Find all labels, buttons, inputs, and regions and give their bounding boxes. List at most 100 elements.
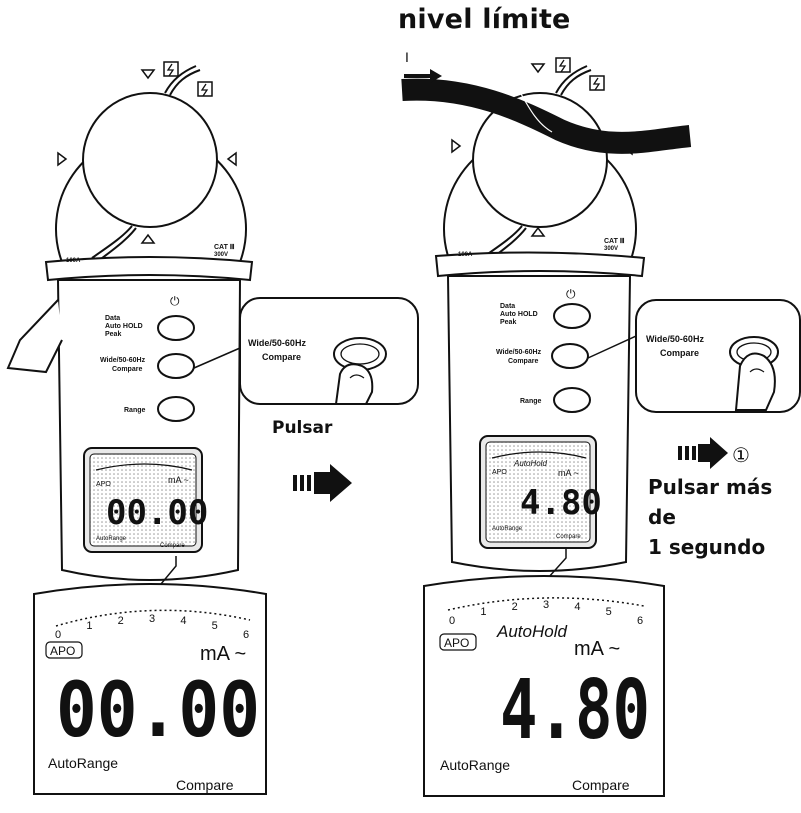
svg-text:Wide/50-60Hz: Wide/50-60Hz (496, 349, 542, 356)
scale-tick-label: 5 (212, 620, 218, 632)
scale-tick-label: 1 (86, 620, 92, 632)
left-hazard-icon-1 (163, 61, 179, 77)
scale-tick-label: 6 (243, 629, 249, 641)
left-wide-label-2: Compare (112, 366, 142, 373)
svg-text:Compare: Compare (660, 348, 699, 358)
svg-text:AutoHold: AutoHold (513, 459, 547, 468)
left-scale-ticks: 0 1 2 3 4 5 6 (55, 613, 249, 641)
right-autorange: AutoRange (440, 757, 510, 773)
left-wide-label-1: Wide/50-60Hz (100, 357, 146, 364)
current-direction-arrow: I (404, 49, 442, 83)
left-jaw-arrow-top (140, 69, 156, 80)
svg-text:⏻: ⏻ (566, 287, 576, 301)
svg-text:Auto HOLD: Auto HOLD (500, 311, 538, 318)
right-hand-guard (434, 251, 646, 278)
left-callout-label-2: Compare (262, 352, 301, 362)
current-cable (401, 78, 692, 154)
scale-tick-label: 4 (180, 615, 186, 627)
scale-tick-label: 1 (480, 606, 486, 618)
svg-text:Range: Range (520, 398, 542, 405)
left-range-button[interactable] (157, 396, 195, 422)
right-autohold: AutoHold (496, 622, 567, 641)
svg-text:Data: Data (500, 303, 515, 310)
right-clamp-meter (434, 57, 646, 572)
step-arrow-center (293, 464, 352, 502)
left-jaw-rating: 100A~ (66, 258, 84, 264)
svg-text:CAT Ⅲ: CAT Ⅲ (604, 237, 625, 245)
left-jaw-arrow-bottom (140, 233, 156, 244)
left-power-symbol: ⏻ (170, 294, 180, 308)
svg-text:300V: 300V (604, 246, 618, 252)
left-jaw-hole (82, 92, 218, 228)
svg-text:Compare: Compare (508, 358, 538, 365)
left-jaw-arrow-right (226, 151, 237, 167)
left-callout-label-1: Wide/50-60Hz (248, 338, 306, 348)
left-cat-voltage: 300V (214, 252, 228, 258)
svg-text:APO: APO (492, 469, 507, 476)
left-small-reading: 00.00 (106, 493, 208, 533)
press-long-label-line1: Pulsar más de (648, 475, 773, 529)
right-unit: mA ~ (574, 638, 620, 660)
left-hand-guard (44, 256, 254, 282)
left-data-label-1: Data (105, 315, 120, 322)
left-small-compare: Compare (160, 543, 185, 549)
left-clamp-meter (6, 61, 254, 581)
left-apo-box (45, 641, 83, 659)
right-zoom-connector (547, 548, 567, 579)
left-compare: Compare (176, 777, 234, 793)
left-hold-button[interactable] (157, 315, 195, 341)
right-reading: 4.80 (500, 663, 650, 758)
scale-tick-label: 0 (55, 629, 61, 641)
right-compare: Compare (572, 777, 630, 793)
scale-tick-label: 5 (606, 606, 612, 618)
left-jaw-split-bottom (91, 225, 133, 259)
left-autorange: AutoRange (48, 755, 118, 771)
left-range-label: Range (124, 407, 146, 414)
right-button-callout: Wide/50-60Hz Compare (587, 299, 801, 413)
press-long-label-line2: 1 segundo (648, 535, 766, 559)
left-compare-button[interactable] (157, 353, 195, 379)
right-apo-box (439, 633, 477, 651)
left-small-lcd-content: APO mA ~ 00.00 AutoRange Compare (95, 463, 208, 549)
right-hold-button[interactable] (553, 303, 591, 329)
right-range-button[interactable] (553, 387, 591, 413)
scale-tick-label: 2 (118, 615, 124, 627)
left-zoom-connector (155, 556, 177, 591)
left-small-apo: APO (96, 481, 111, 488)
left-cat-rating: CAT Ⅲ (214, 243, 235, 251)
left-jaw-arrow-left (57, 151, 68, 167)
left-reading: 00.00 (56, 665, 260, 754)
svg-text:AutoRange: AutoRange (492, 526, 523, 532)
svg-text:Wide/50-60Hz: Wide/50-60Hz (646, 334, 704, 344)
right-compare-button[interactable] (551, 343, 589, 369)
scale-tick-label: 3 (543, 599, 549, 611)
right-small-lcd-content: APO AutoHold mA ~ 4.80 AutoRange Compare (491, 451, 602, 540)
left-unit: mA ~ (200, 643, 246, 665)
right-apo: APO (444, 636, 469, 650)
right-meter-button-labels: ⏻ Data Auto HOLD Peak Wide/50-60Hz Compa… (458, 237, 625, 405)
left-trigger (6, 299, 63, 374)
left-apo: APO (50, 644, 75, 658)
left-button-callout: Wide/50-60Hz Compare (193, 297, 419, 405)
svg-text:Compare: Compare (556, 534, 581, 540)
left-callout-finger (334, 363, 374, 405)
left-small-unit: mA ~ (168, 475, 189, 485)
scale-tick-label: 2 (512, 601, 518, 613)
left-meter-button-labels: ⏻ Data Auto HOLD Peak Wide/50-60Hz Compa… (66, 243, 235, 414)
step-number: ① (732, 445, 750, 467)
svg-text:Peak: Peak (500, 319, 516, 326)
scale-tick-label: 3 (149, 613, 155, 625)
page-title: nivel límite (398, 4, 571, 35)
left-small-autorange: AutoRange (96, 536, 127, 542)
scale-tick-label: 6 (637, 615, 643, 627)
press-long-label: Pulsar más de 1 segundo (648, 472, 801, 562)
left-data-label-2: Auto HOLD (105, 323, 143, 330)
right-small-reading: 4.80 (520, 483, 602, 523)
left-jaw-split-top (164, 65, 197, 94)
left-large-lcd: 0 1 2 3 4 5 6 APO mA ~ 00.00 AutoRange Compare (33, 583, 267, 795)
left-data-label-3: Peak (105, 331, 121, 338)
scale-tick-label: 4 (574, 601, 580, 613)
